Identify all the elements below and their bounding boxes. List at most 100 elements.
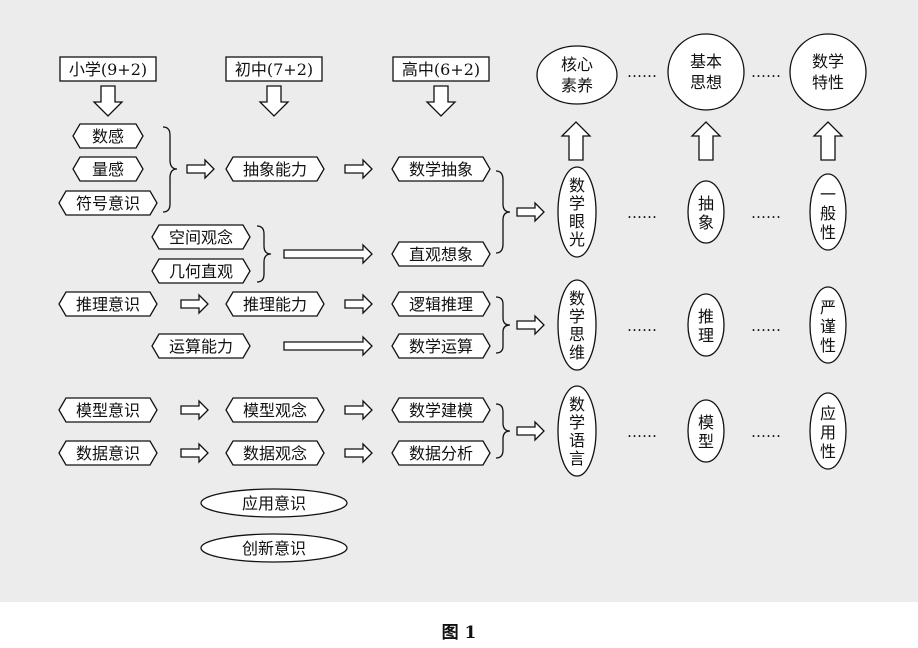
header-core-literacy: 核心 素养 bbox=[536, 45, 618, 105]
item-math-operation-label: 数学运算 bbox=[409, 337, 473, 356]
item-math-modeling: 数学建模 bbox=[391, 397, 491, 423]
property-generality-char-1: 一 bbox=[820, 185, 836, 204]
brace-senior-vision bbox=[495, 170, 511, 254]
property-applicability-char-2: 用 bbox=[820, 423, 836, 442]
item-innovation-awareness-label: 创新意识 bbox=[242, 539, 306, 558]
idea-reasoning-char-2: 理 bbox=[698, 326, 714, 345]
literacy-math-language-char-1: 数 bbox=[569, 395, 585, 414]
up-arrow-basic-ideas bbox=[690, 121, 722, 161]
property-generality-char-2: 般 bbox=[820, 204, 836, 223]
header-basic-ideas-line-2: 思想 bbox=[690, 73, 722, 92]
arrow-primary-to-abstraction bbox=[186, 158, 215, 180]
arrow-model-to-senior bbox=[344, 399, 373, 421]
item-model-concept-label: 模型观念 bbox=[243, 401, 307, 420]
item-reasoning-ability-label: 推理能力 bbox=[243, 295, 307, 314]
idea-abstraction-char-2: 象 bbox=[698, 213, 714, 232]
arrow-data-to-concept bbox=[180, 442, 209, 464]
idea-abstraction-char-1: 抽 bbox=[698, 194, 714, 213]
literacy-math-language-char-2: 学 bbox=[569, 413, 585, 432]
stage-primary: 小学(9+2) bbox=[59, 56, 157, 82]
literacy-math-language-char-3: 语 bbox=[569, 431, 585, 450]
header-math-properties: 数学 特性 bbox=[789, 33, 867, 111]
header-math-properties-line-2: 特性 bbox=[812, 73, 844, 92]
idea-abstraction: 抽 象 bbox=[687, 180, 725, 244]
header-core-literacy-line-2: 素养 bbox=[561, 76, 593, 95]
property-applicability-char-3: 性 bbox=[820, 442, 836, 461]
row-thinking-dots-2: …… bbox=[751, 317, 781, 335]
header-basic-ideas: 基本 思想 bbox=[667, 33, 745, 111]
property-generality: 一 般 性 bbox=[809, 173, 847, 251]
property-rigor: 严 谨 性 bbox=[809, 286, 847, 364]
item-logical-reasoning: 逻辑推理 bbox=[391, 291, 491, 317]
stage-senior-label: 高中(6+2) bbox=[402, 60, 480, 79]
item-model-awareness: 模型意识 bbox=[58, 397, 158, 423]
property-generality-char-3: 性 bbox=[820, 223, 836, 242]
core-literacy-diagram: 小学(9+2) 初中(7+2) 高中(6+2) 数感 量感 符号意识 空间观念 … bbox=[58, 33, 867, 563]
item-intuitive-imagination: 直观想象 bbox=[391, 241, 491, 267]
literacy-math-vision-char-3: 眼 bbox=[569, 212, 585, 231]
literacy-math-thinking-char-3: 思 bbox=[569, 325, 585, 344]
item-innovation-awareness: 创新意识 bbox=[200, 533, 348, 563]
header-math-properties-line-1: 数学 bbox=[812, 52, 844, 71]
item-model-concept: 模型观念 bbox=[225, 397, 325, 423]
property-applicability: 应 用 性 bbox=[809, 392, 847, 470]
item-symbol-awareness-label: 符号意识 bbox=[76, 194, 140, 213]
item-spatial-concept-label: 空间观念 bbox=[169, 228, 233, 247]
arrow-to-math-thinking bbox=[516, 314, 545, 336]
item-model-awareness-label: 模型意识 bbox=[76, 401, 140, 420]
arrow-geometry-to-senior bbox=[283, 243, 373, 265]
item-math-abstraction-label: 数学抽象 bbox=[409, 160, 473, 179]
literacy-math-language-char-4: 言 bbox=[569, 449, 585, 468]
item-reasoning-ability: 推理能力 bbox=[225, 291, 325, 317]
stage-junior: 初中(7+2) bbox=[225, 56, 323, 82]
idea-model: 模 型 bbox=[687, 399, 725, 463]
item-geometric-intuition: 几何直观 bbox=[151, 258, 251, 284]
item-abstraction-ability-label: 抽象能力 bbox=[243, 160, 307, 179]
arrow-reasoning-to-senior bbox=[344, 293, 373, 315]
item-number-sense-label: 数感 bbox=[92, 127, 124, 146]
arrow-operation-to-senior bbox=[283, 335, 373, 357]
down-arrow-primary bbox=[92, 85, 124, 117]
property-rigor-char-3: 性 bbox=[820, 336, 836, 355]
item-data-awareness-label: 数据意识 bbox=[76, 444, 140, 463]
down-arrow-senior bbox=[425, 85, 457, 117]
literacy-math-thinking-char-2: 学 bbox=[569, 307, 585, 326]
arrow-abstraction-to-senior bbox=[344, 158, 373, 180]
idea-model-char-2: 型 bbox=[698, 432, 714, 451]
arrow-reasoning-to-ability bbox=[180, 293, 209, 315]
literacy-math-thinking-char-1: 数 bbox=[569, 289, 585, 308]
arrow-model-to-concept bbox=[180, 399, 209, 421]
arrow-to-math-language bbox=[516, 420, 545, 442]
row-thinking-dots-1: …… bbox=[627, 317, 657, 335]
item-data-concept-label: 数据观念 bbox=[243, 444, 307, 463]
header-core-literacy-line-1: 核心 bbox=[561, 55, 593, 74]
brace-senior-language bbox=[495, 403, 511, 459]
arrow-data-to-senior bbox=[344, 442, 373, 464]
item-quantity-sense-label: 量感 bbox=[92, 160, 124, 179]
literacy-math-thinking: 数 学 思 维 bbox=[557, 279, 597, 371]
literacy-math-language: 数 学 语 言 bbox=[557, 385, 597, 477]
item-symbol-awareness: 符号意识 bbox=[58, 190, 158, 216]
property-applicability-char-1: 应 bbox=[820, 404, 836, 423]
item-data-concept: 数据观念 bbox=[225, 440, 325, 466]
item-quantity-sense: 量感 bbox=[72, 156, 144, 182]
item-geometric-intuition-label: 几何直观 bbox=[169, 262, 233, 281]
arrow-to-math-vision bbox=[516, 201, 545, 223]
item-intuitive-imagination-label: 直观想象 bbox=[409, 245, 473, 264]
item-logical-reasoning-label: 逻辑推理 bbox=[409, 295, 473, 314]
up-arrow-core-literacy bbox=[560, 121, 592, 161]
item-operation-ability-label: 运算能力 bbox=[169, 337, 233, 356]
brace-primary-sense bbox=[162, 126, 178, 213]
brace-senior-thinking bbox=[495, 296, 511, 354]
header-dots-1: …… bbox=[627, 63, 657, 81]
up-arrow-math-properties bbox=[812, 121, 844, 161]
idea-model-char-1: 模 bbox=[698, 413, 714, 432]
literacy-math-vision: 数 学 眼 光 bbox=[557, 166, 597, 258]
down-arrow-junior bbox=[258, 85, 290, 117]
item-math-abstraction: 数学抽象 bbox=[391, 156, 491, 182]
stage-junior-label: 初中(7+2) bbox=[235, 60, 313, 79]
item-data-analysis: 数据分析 bbox=[391, 440, 491, 466]
property-rigor-char-2: 谨 bbox=[820, 317, 836, 336]
row-language-dots-2: …… bbox=[751, 423, 781, 441]
figure-caption: 图 1 bbox=[441, 623, 477, 643]
